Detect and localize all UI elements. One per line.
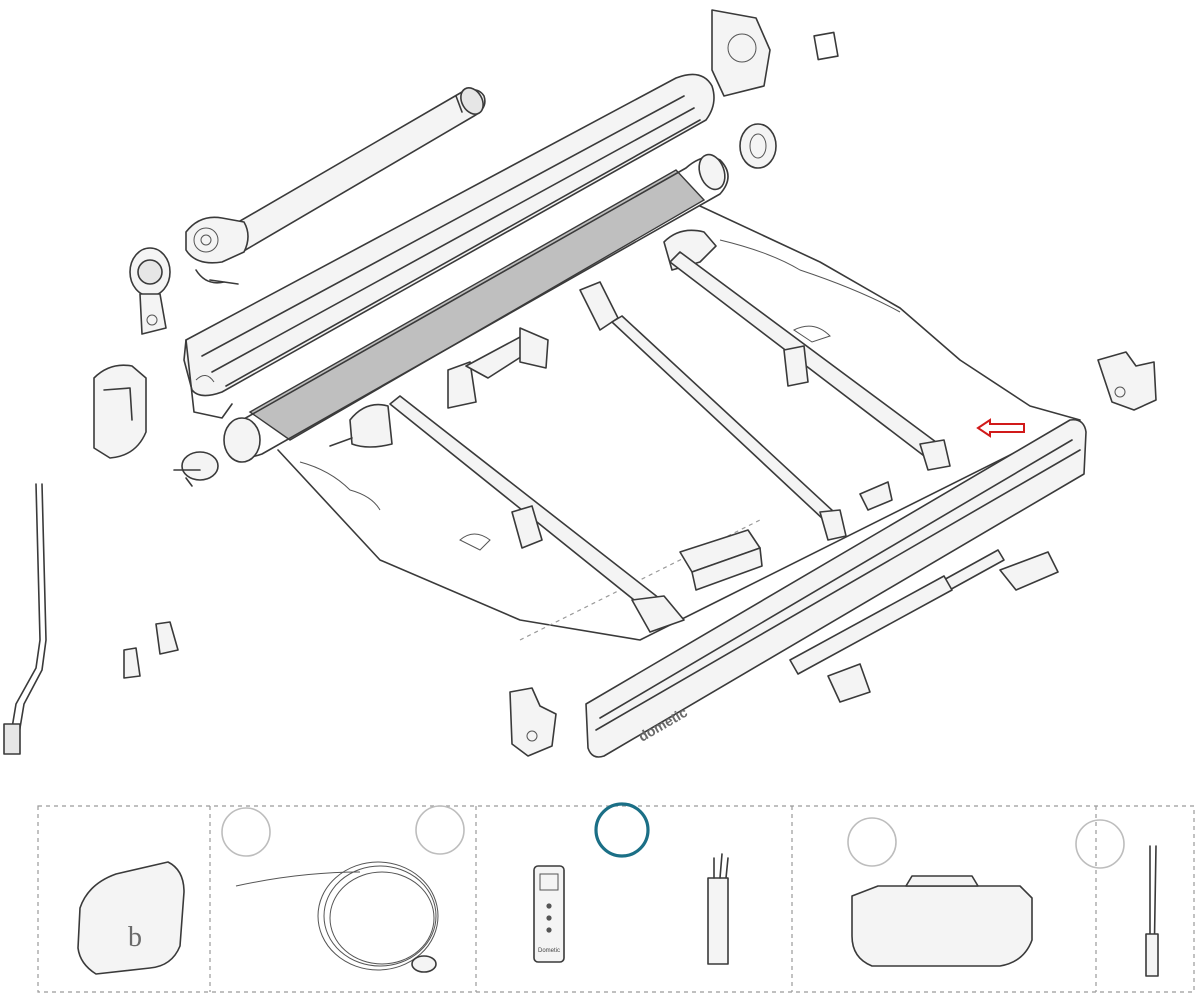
top-end-cap[interactable] — [711, 9, 771, 97]
crank-handle[interactable] — [3, 483, 47, 755]
end-cover-accessory[interactable] — [851, 875, 1033, 967]
right-front-bracket[interactable] — [1097, 351, 1157, 411]
remote-brand: Dometic — [538, 948, 560, 954]
support-stay[interactable] — [789, 549, 1059, 703]
placeholder-circle — [847, 817, 897, 867]
placeholder-circle — [415, 805, 465, 855]
motor-accessory[interactable] — [707, 853, 729, 965]
front-profile[interactable]: dometic — [585, 418, 1087, 758]
placeholder-circle — [221, 807, 271, 857]
placeholder-circle — [1075, 819, 1125, 869]
fabric-notch-left — [459, 533, 491, 551]
fabric-notch-right — [793, 325, 831, 343]
motor-gear[interactable] — [185, 216, 249, 285]
cable-coil-accessory[interactable] — [235, 861, 439, 973]
gear-coupling[interactable] — [739, 123, 777, 169]
red-arrow-icon — [976, 418, 1025, 438]
right-arm[interactable] — [663, 229, 951, 471]
fabric-roller[interactable] — [223, 151, 729, 463]
left-arm[interactable] — [329, 395, 685, 633]
center-arm[interactable] — [579, 281, 847, 541]
wall-clips[interactable] — [123, 621, 179, 679]
roller-bracket[interactable] — [447, 327, 549, 409]
end-plug[interactable] — [129, 247, 171, 335]
square-plug[interactable] — [813, 31, 839, 61]
crank-tool-accessory[interactable] — [1145, 845, 1159, 977]
wall-box-accessory[interactable]: b — [77, 861, 185, 975]
left-front-bracket[interactable] — [509, 687, 557, 757]
remote-accessory[interactable]: Dometic — [533, 865, 565, 963]
svg-text:b: b — [128, 922, 142, 953]
selection-ring-icon[interactable] — [594, 802, 650, 858]
mounting-plate[interactable] — [679, 529, 763, 591]
left-end-bracket[interactable] — [93, 364, 219, 487]
cassette-housing[interactable] — [183, 73, 715, 419]
arm-clip[interactable] — [859, 481, 893, 511]
awning-fabric[interactable] — [277, 205, 1081, 641]
